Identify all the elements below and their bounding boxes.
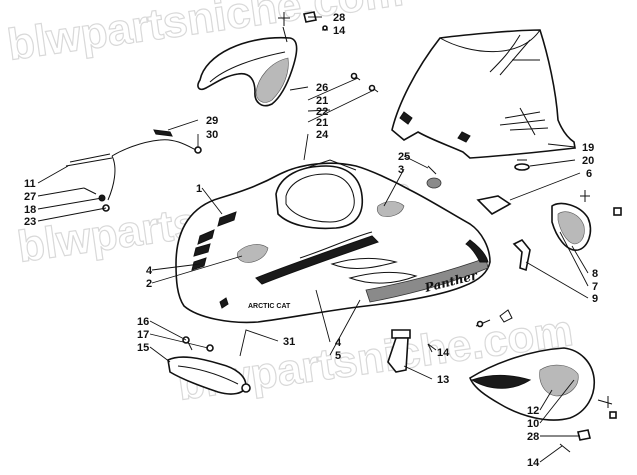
watermark-text-top: blwpartsniche.com	[5, 0, 406, 70]
mount-bracket-part	[387, 329, 437, 373]
callout-c13: 13	[437, 374, 449, 386]
callout-c17: 17	[137, 329, 149, 341]
callout-c1: 1	[196, 183, 202, 195]
callout-c6: 6	[586, 168, 592, 180]
callout-c5: 5	[335, 350, 341, 362]
callout-c14a: 14	[333, 25, 346, 37]
windshield-screws	[350, 72, 379, 93]
callout-c27: 27	[24, 191, 36, 203]
callout-c29: 29	[206, 115, 218, 127]
callout-c9: 9	[592, 293, 598, 305]
windshield-part	[391, 29, 576, 159]
hood-part: Panther ARCTIC CAT	[175, 159, 491, 324]
callout-c23: 23	[24, 216, 36, 228]
callout-c25: 25	[398, 151, 410, 163]
callout-c28b: 28	[527, 431, 539, 443]
side-vent-part	[551, 190, 622, 251]
callout-c14b: 14	[437, 347, 450, 359]
hood-decal-text: ARCTIC CAT	[248, 303, 291, 310]
callout-c16: 16	[137, 316, 149, 328]
callout-c26: 26	[316, 82, 328, 94]
callout-c14c: 14	[527, 457, 540, 469]
callout-c10: 10	[527, 418, 539, 430]
callout-c12: 12	[527, 405, 539, 417]
clip-part	[512, 238, 531, 272]
callout-c21b: 21	[316, 117, 328, 129]
callout-c30: 30	[206, 129, 218, 141]
callout-c22: 22	[316, 106, 328, 118]
callout-c15: 15	[137, 342, 149, 354]
callout-c8: 8	[592, 268, 598, 280]
callout-c18: 18	[24, 204, 36, 216]
cable-assembly	[65, 129, 202, 212]
callout-c28a: 28	[333, 12, 345, 24]
callout-c3: 3	[398, 164, 404, 176]
side-panel-part	[469, 309, 617, 453]
callout-c24: 24	[316, 129, 329, 141]
callout-c31: 31	[283, 336, 295, 348]
callout-c2: 2	[146, 278, 152, 290]
washer-part	[514, 159, 530, 171]
callout-c19: 19	[582, 142, 594, 154]
leader-lines	[37, 16, 589, 463]
callout-c4b: 4	[335, 337, 342, 349]
callout-c20: 20	[582, 155, 594, 167]
callout-c11: 11	[24, 178, 36, 190]
callout-c7: 7	[592, 281, 598, 293]
callout-c4a: 4	[146, 265, 153, 277]
grommet-part	[426, 165, 442, 189]
front-deflector-part	[197, 36, 298, 107]
callout-c21a: 21	[316, 95, 328, 107]
insert-wedge-part	[476, 195, 512, 215]
